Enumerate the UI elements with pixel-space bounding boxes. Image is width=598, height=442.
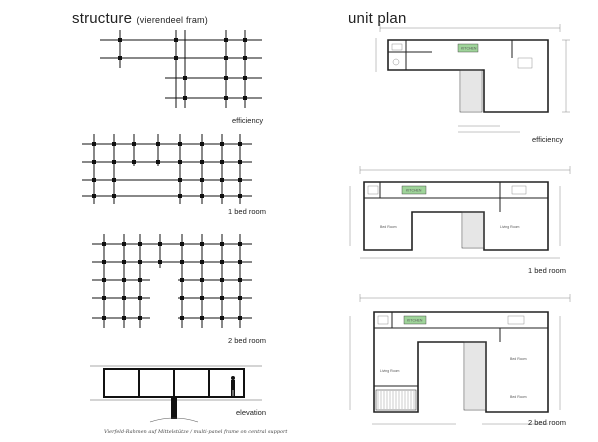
kitchen-tag-two-bed: KITCHEN bbox=[407, 319, 423, 323]
unit-plan-title: unit plan bbox=[348, 10, 407, 27]
room-tag-one-bed-bedroom: Bed Room bbox=[380, 225, 397, 229]
structure-elevation-caption: Vierfeld-Rahmen auf Mittelstütze / multi… bbox=[104, 429, 288, 435]
room-tag-two-bed-bedroom-a: Bed Room bbox=[510, 357, 527, 361]
structure-title-text: structure bbox=[72, 10, 133, 27]
room-tag-two-bed-living: Living Room bbox=[380, 369, 400, 373]
structure-label-two-bed: 2 bed room bbox=[228, 336, 266, 345]
kitchen-tag-one-bed: KITCHEN bbox=[406, 189, 422, 193]
room-tag-one-bed-living: Living Room bbox=[500, 225, 520, 229]
structure-grid-efficiency bbox=[100, 30, 262, 108]
unit-plan-one-bed: KITCHEN Bed Room Living Room bbox=[349, 166, 571, 259]
structure-elevation bbox=[90, 365, 262, 423]
structure-grid-two-bed bbox=[92, 234, 252, 328]
room-tag-two-bed-bedroom-b: Bed Room bbox=[510, 395, 527, 399]
unit-plan-label-two-bed: 2 bed room bbox=[528, 418, 566, 427]
unit-plan-label-efficiency: efficiency bbox=[532, 135, 564, 144]
unit-plan-efficiency: KITCHEN bbox=[375, 24, 570, 133]
structure-label-one-bed: 1 bed room bbox=[228, 207, 266, 216]
structure-label-efficiency: efficiency bbox=[232, 116, 264, 125]
structure-label-elevation: elevation bbox=[236, 408, 267, 417]
structure-subtitle: (vierendeel fram) bbox=[136, 15, 208, 25]
structure-title: structure (vierendeel fram) bbox=[72, 10, 208, 27]
human-figure-icon bbox=[231, 376, 235, 396]
kitchen-tag-efficiency: KITCHEN bbox=[461, 47, 477, 51]
unit-plan-two-bed: KITCHEN Bed Room Living Room Bed Room bbox=[349, 294, 571, 425]
structure-grid-one-bed bbox=[82, 134, 252, 204]
unit-plan-label-one-bed: 1 bed room bbox=[528, 266, 566, 275]
